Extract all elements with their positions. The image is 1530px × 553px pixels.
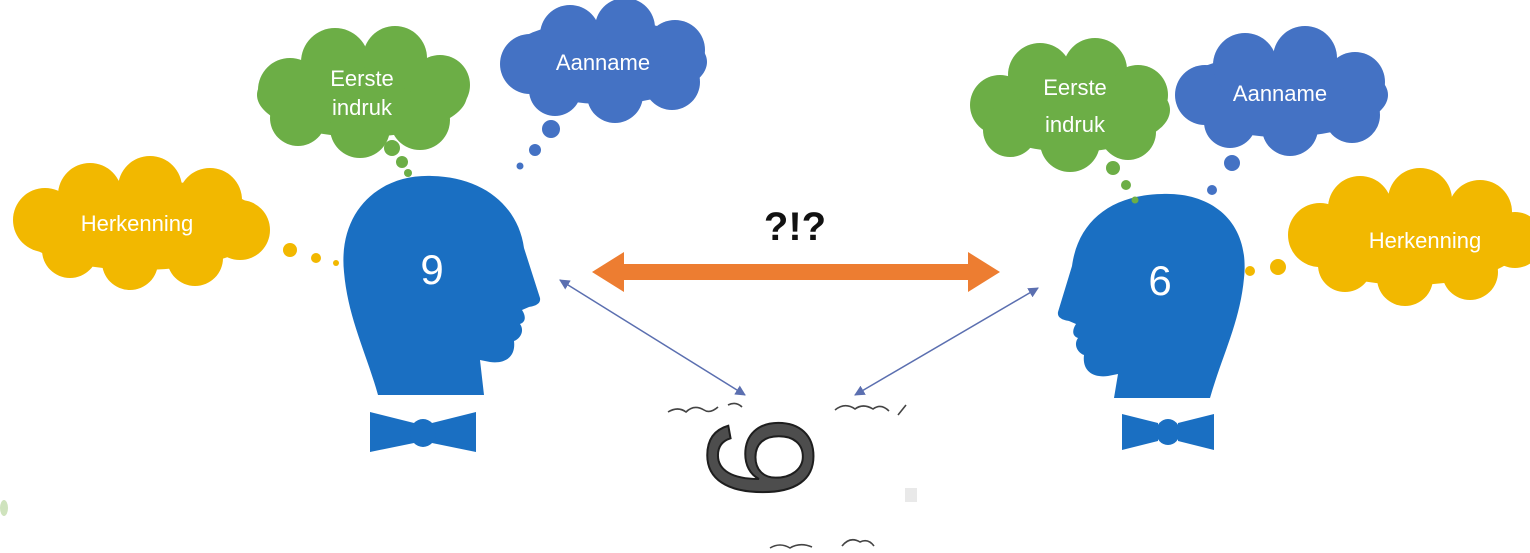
right-cloud-recognition: Herkenning — [1245, 168, 1530, 306]
right-person: 6 — [1045, 192, 1260, 460]
left-recognition-label: Herkenning — [81, 211, 194, 236]
right-first-impression-line1: Eerste — [1043, 75, 1107, 100]
left-assumption-label: Aanname — [556, 50, 650, 75]
right-recognition-label: Herkenning — [1369, 228, 1482, 253]
small-mark — [0, 500, 8, 516]
left-cloud-recognition: Herkenning — [13, 156, 339, 290]
left-cloud-first-impression: Eerste indruk — [257, 26, 470, 177]
right-person-number: 6 — [1148, 257, 1171, 304]
left-bow-tie-icon — [370, 412, 476, 452]
left-sightline-arrow — [559, 279, 746, 396]
right-first-impression-line2: indruk — [1045, 112, 1106, 137]
right-bow-tie-icon — [1122, 414, 1214, 450]
ground-number-glyph: 6 — [676, 416, 844, 499]
left-cloud-assumption: Aanname — [500, 0, 707, 170]
double-arrow — [592, 252, 1000, 292]
right-cloud-first-impression: Eerste indruk — [970, 38, 1170, 204]
right-cloud-assumption: Aanname — [1175, 26, 1388, 195]
left-person: 9 — [320, 170, 555, 460]
center-question-label: ?!? — [764, 205, 826, 249]
left-head-silhouette — [343, 175, 541, 395]
right-assumption-label: Aanname — [1233, 81, 1327, 106]
left-first-impression-line2: indruk — [332, 95, 393, 120]
right-head-silhouette — [1057, 193, 1245, 398]
ground-number-sign: 6 — [663, 400, 917, 553]
right-sightline-arrow — [854, 287, 1039, 396]
left-first-impression-line1: Eerste — [330, 66, 394, 91]
left-person-number: 9 — [420, 246, 443, 293]
